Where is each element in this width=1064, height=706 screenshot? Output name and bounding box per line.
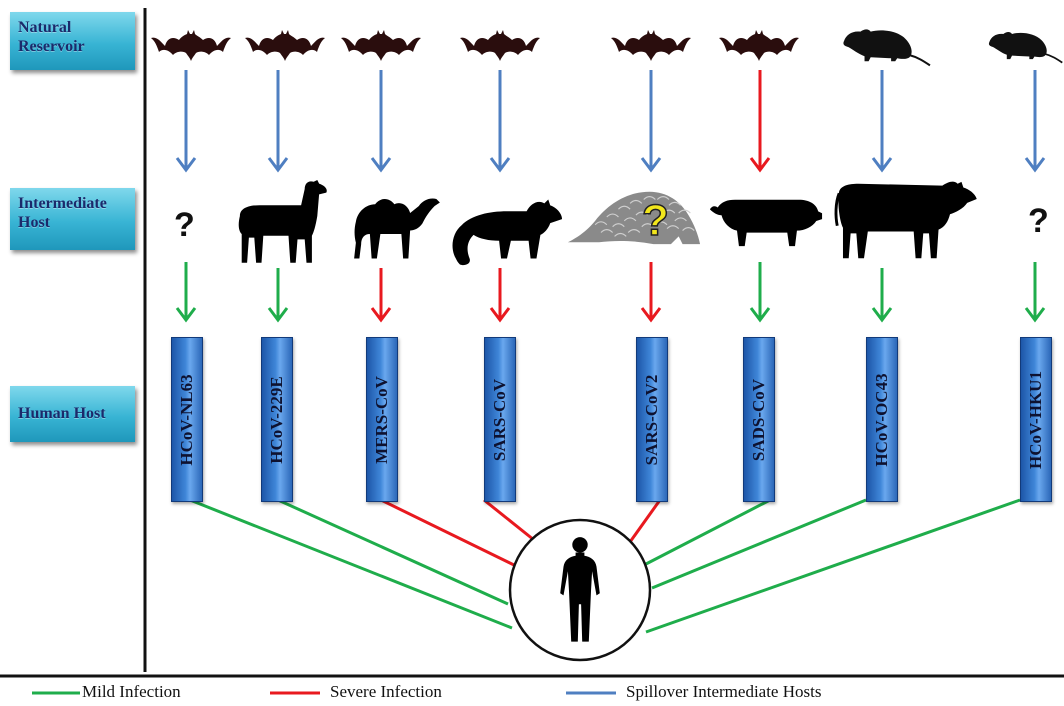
virus-label: SADS-CoV bbox=[749, 378, 769, 460]
virus-label: HCoV-HKU1 bbox=[1026, 371, 1046, 469]
virus-label: MERS-CoV bbox=[372, 376, 392, 464]
legend-spillover-label: Spillover Intermediate Hosts bbox=[626, 682, 821, 702]
virus-box-sads-cov: SADS-CoV bbox=[743, 337, 775, 502]
bat-icon bbox=[245, 30, 325, 61]
virus-box-sars-cov2: SARS-CoV2 bbox=[636, 337, 668, 502]
rat-icon bbox=[843, 29, 930, 65]
pangolin-icon bbox=[568, 192, 700, 244]
severe-line bbox=[630, 500, 660, 542]
virus-box-hcov-229e: HCoV-229E bbox=[261, 337, 293, 502]
camel-icon bbox=[354, 199, 440, 259]
bat-icon bbox=[151, 30, 231, 61]
virus-box-sars-cov: SARS-CoV bbox=[484, 337, 516, 502]
legend-mild-label: Mild Infection bbox=[82, 682, 181, 702]
bat-icon bbox=[719, 30, 799, 61]
virus-label: HCoV-OC43 bbox=[872, 373, 892, 466]
legend-severe-label: Severe Infection bbox=[330, 682, 442, 702]
pig-icon bbox=[710, 200, 822, 246]
virus-label: SARS-CoV2 bbox=[642, 374, 662, 465]
virus-box-hcov-hku1: HCoV-HKU1 bbox=[1020, 337, 1052, 502]
civet-icon bbox=[453, 200, 563, 266]
bat-icon bbox=[460, 30, 540, 61]
virus-label: SARS-CoV bbox=[490, 378, 510, 460]
severe-line bbox=[484, 500, 534, 540]
infection-arrows bbox=[177, 262, 1044, 320]
pangolin-uncertain-mark: ? bbox=[642, 196, 669, 246]
virus-box-hcov-oc43: HCoV-OC43 bbox=[866, 337, 898, 502]
virus-label: HCoV-229E bbox=[267, 376, 287, 464]
virus-box-mers-cov: MERS-CoV bbox=[366, 337, 398, 502]
rat-icon bbox=[989, 32, 1062, 63]
unknown-host-mark: ? bbox=[174, 206, 195, 245]
mild-line bbox=[190, 500, 512, 628]
bat-icon bbox=[611, 30, 691, 61]
spillover-arrows bbox=[177, 70, 1044, 170]
mild-line bbox=[278, 500, 508, 604]
virus-box-hcov-nl63: HCoV-NL63 bbox=[171, 337, 203, 502]
bat-icon bbox=[341, 30, 421, 61]
unknown-host-mark: ? bbox=[1028, 202, 1049, 241]
cow-icon bbox=[836, 182, 977, 259]
mild-line bbox=[646, 500, 770, 564]
virus-label: HCoV-NL63 bbox=[177, 374, 197, 465]
alpaca-icon bbox=[239, 180, 327, 263]
